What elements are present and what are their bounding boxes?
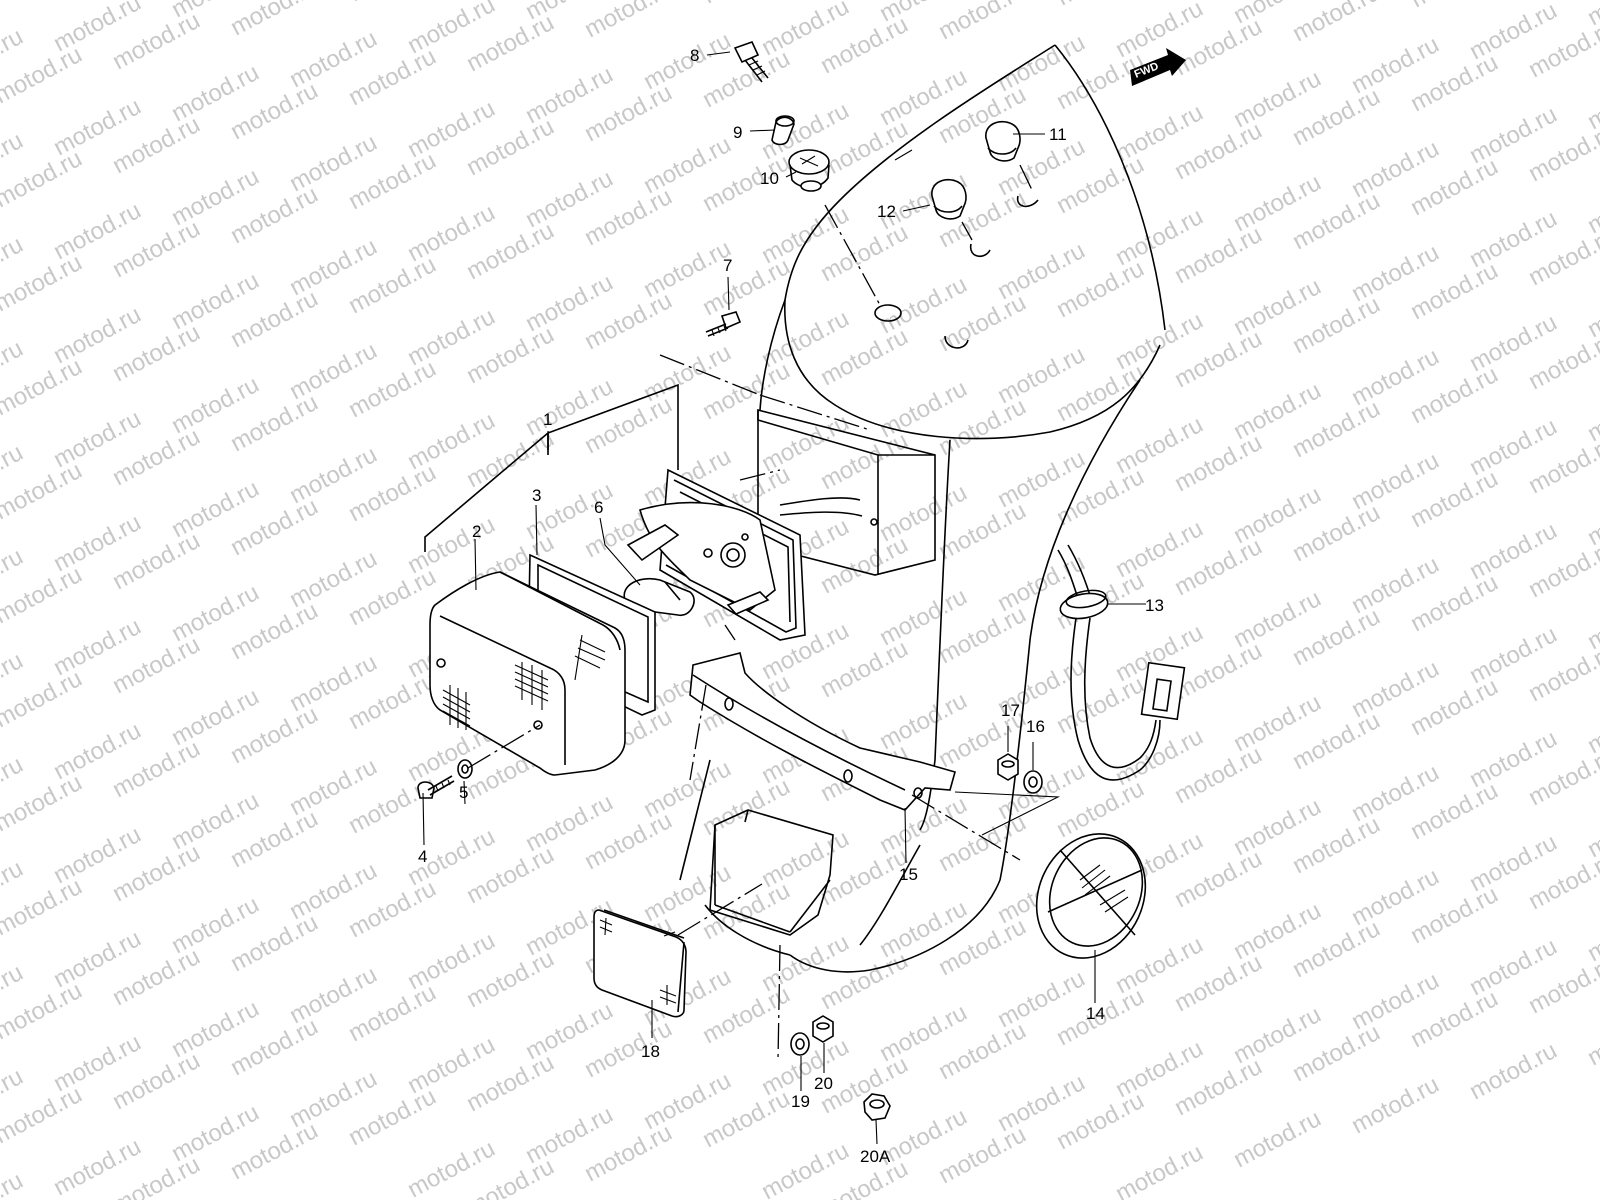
watermark-text: motod.ru	[1111, 1139, 1207, 1200]
watermark-text: motod.ru	[1288, 0, 1384, 47]
callout-labels: 8 9 10 11 12 7 1 3 6 2 13 17 16 5 4 15 1…	[418, 46, 1164, 1166]
watermark-text: motod.ru	[1229, 1105, 1325, 1173]
callout-12: 12	[877, 202, 896, 221]
wire-harness	[1057, 544, 1186, 781]
callout-3: 3	[532, 486, 541, 505]
callout-14: 14	[1086, 1004, 1105, 1023]
watermark-text: motod.ru	[1406, 0, 1502, 13]
watermark-text: motod.ru	[1583, 1003, 1600, 1071]
license-lamp	[593, 909, 687, 1018]
tail-light-assembly	[429, 468, 806, 776]
watermark-text: motod.ru	[0, 0, 86, 5]
callout-18: 18	[641, 1042, 660, 1061]
license-bracket	[689, 652, 956, 811]
leader-lines	[422, 51, 1146, 1145]
callout-4: 4	[418, 847, 427, 866]
assembly-lines	[467, 164, 1033, 1061]
callout-9: 9	[733, 123, 742, 142]
callout-19: 19	[791, 1092, 810, 1111]
round-reflector	[1035, 833, 1147, 959]
callout-2: 2	[472, 522, 481, 541]
watermark-text: motod.ru	[1347, 1071, 1443, 1139]
watermark-text: motod.ru	[1052, 0, 1148, 11]
callout-13: 13	[1145, 596, 1164, 615]
callout-11: 11	[1049, 125, 1067, 144]
hardware-parts	[417, 41, 1043, 1121]
callout-1: 1	[543, 410, 552, 429]
watermark-text: motod.ru	[698, 0, 794, 9]
watermark-text: motod.ru	[934, 0, 1030, 45]
callout-16: 16	[1026, 717, 1045, 736]
callout-15: 15	[899, 865, 918, 884]
callout-20: 20	[814, 1074, 833, 1093]
callout-20a: 20A	[860, 1147, 891, 1166]
rear-fender-drawing	[679, 44, 1166, 973]
callout-6: 6	[594, 498, 603, 517]
callout-10: 10	[760, 169, 779, 188]
watermark-text: motod.ru	[1465, 1037, 1561, 1105]
callout-5: 5	[459, 783, 468, 802]
watermark-text: motod.ru	[344, 0, 440, 7]
watermark-text: motod.ru	[580, 0, 676, 43]
watermark-text: motod.ru	[226, 0, 322, 41]
watermark-text: motod.ru	[0, 1167, 27, 1200]
callout-7: 7	[723, 256, 732, 275]
callout-8: 8	[690, 46, 699, 65]
callout-17: 17	[1001, 701, 1020, 720]
